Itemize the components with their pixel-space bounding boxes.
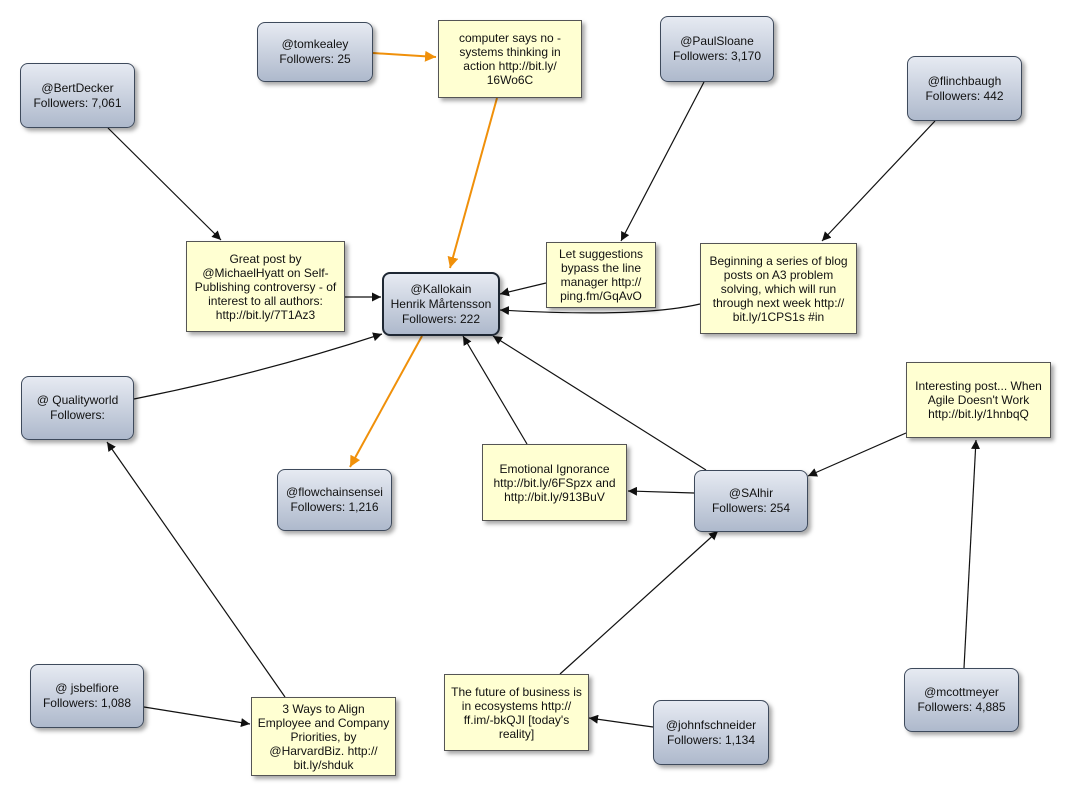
arrow-future-note-to-salhir xyxy=(559,530,719,675)
node-text-line: bit.ly/shduk xyxy=(293,757,354,772)
node-text-line: posts on A3 problem xyxy=(723,267,834,282)
node-text-line: Beginning a series of blog xyxy=(709,253,848,268)
arrow-emotional-note-to-center xyxy=(462,335,528,445)
node-text-line: Followers: 1,134 xyxy=(666,732,756,747)
node-text-line: @flinchbaugh xyxy=(927,73,1002,88)
node-text-line: @MichaelHyatt on Self- xyxy=(202,265,329,280)
node-text-line: 16Wo6C xyxy=(486,73,534,87)
node-text-line: Employee and Company xyxy=(257,715,390,730)
node-text-line: http://bit.ly/7T1Az3 xyxy=(215,307,316,322)
node-text-line: Followers: 442 xyxy=(925,88,1004,103)
arrow-mcottmeyer-to-agile-note xyxy=(963,439,981,669)
node-text-line: http://bit.ly/913BuV xyxy=(504,489,605,504)
arrow-agile-note-to-salhir xyxy=(807,432,907,477)
node-text-line: http://bit.ly/6FSpzx and xyxy=(493,475,616,490)
node-text-line: Great post by xyxy=(229,251,302,266)
arrow-three-ways-to-qualityworld xyxy=(106,441,286,698)
arrow-flinchbaugh-to-a3-note xyxy=(821,120,936,242)
arrow-jsbelfiore-to-three-ways xyxy=(143,706,251,728)
node-text-line: reality] xyxy=(498,726,535,741)
node-text-line: Followers: 4,885 xyxy=(917,700,1006,714)
node-text-line: interest to all authors: xyxy=(208,293,323,308)
node-text-line: through next week http:// xyxy=(712,295,845,310)
node-text-line: action http://bit.ly/ xyxy=(463,59,557,73)
node-text-line: Followers: 254 xyxy=(711,501,791,515)
node-text-line: @flowchainsensei xyxy=(286,485,383,499)
node-text-line: Publishing controversy - of xyxy=(194,279,337,294)
node-text-line: @PaulSloane xyxy=(680,34,754,48)
node-text-line: @mcottmeyer xyxy=(924,685,999,699)
tweet-note-great-post[interactable]: Great post by@MichaelHyatt on Self-Publi… xyxy=(186,241,345,332)
node-text-line: Followers: 1,088 xyxy=(42,696,132,710)
node-text-line: @Kallokain xyxy=(410,281,472,296)
node-text-line: @SAlhir xyxy=(728,486,774,500)
node-text-line: Followers: xyxy=(50,408,105,422)
arrow-salhir-to-emotional-note xyxy=(627,486,695,496)
node-text-line: The future of business is xyxy=(451,684,582,699)
arrow-salhir-to-center xyxy=(492,335,707,471)
arrow-a3-note-to-center xyxy=(499,303,701,316)
node-text-line: @ jsbelfiore xyxy=(55,681,119,695)
node-text-line: Followers: 25 xyxy=(279,52,351,66)
node-text-line: manager http:// xyxy=(560,275,642,289)
node-text-line: in ecosystems http:// xyxy=(461,698,572,713)
node-text-line: solving, which will run xyxy=(720,281,837,296)
node-text-line: bypass the line xyxy=(560,261,642,275)
arrow-center-to-flowchainsensei xyxy=(349,335,423,468)
node-text-line: Followers: 3,170 xyxy=(672,49,762,63)
node-text-line: @ Qualityworld xyxy=(36,393,119,407)
arrow-tomkealey-to-computer-note xyxy=(372,50,437,62)
node-text-line: 3 Ways to Align xyxy=(282,701,365,716)
arrow-computer-note-to-center xyxy=(447,97,498,269)
node-text-line: Henrik Mårtensson xyxy=(390,296,492,311)
node-text-line: bit.ly/1CPS1s #in xyxy=(732,309,825,324)
node-text-line: Priorities, by xyxy=(290,729,357,744)
node-text-line: Let suggestions xyxy=(558,247,644,261)
node-text-line: Followers: 222 xyxy=(401,311,481,326)
node-text-line: ping.fm/GqAvO xyxy=(560,289,642,303)
node-text-line: @johnfschneider xyxy=(665,717,757,732)
node-text-line: http://bit.ly/1hnbqQ xyxy=(928,407,1029,421)
node-text-line: @HarvardBiz. http:// xyxy=(269,743,378,758)
node-text-line: Followers: 7,061 xyxy=(33,95,122,110)
node-text-line: computer says no - xyxy=(458,31,562,45)
arrow-paulsloane-to-suggestions-note xyxy=(620,81,705,242)
node-text-line: @BertDecker xyxy=(41,80,114,95)
node-text-line: Followers: 1,216 xyxy=(290,500,379,514)
node-text-line: Interesting post... When xyxy=(915,379,1042,393)
node-text-line: Agile Doesn't Work xyxy=(927,393,1030,407)
arrow-bertdecker-to-great-post xyxy=(107,127,222,241)
arrow-qualityworld-to-center xyxy=(133,332,383,400)
arrow-johnfschneider-to-future-note xyxy=(588,714,654,728)
node-text-line: Emotional Ignorance xyxy=(499,461,610,476)
node-text-line: @tomkealey xyxy=(281,37,349,51)
node-text-line: systems thinking in xyxy=(459,45,561,59)
node-text-line: ff.im/-bkQJI [today's xyxy=(463,712,570,727)
arrow-suggestions-note-to-center xyxy=(499,282,547,297)
